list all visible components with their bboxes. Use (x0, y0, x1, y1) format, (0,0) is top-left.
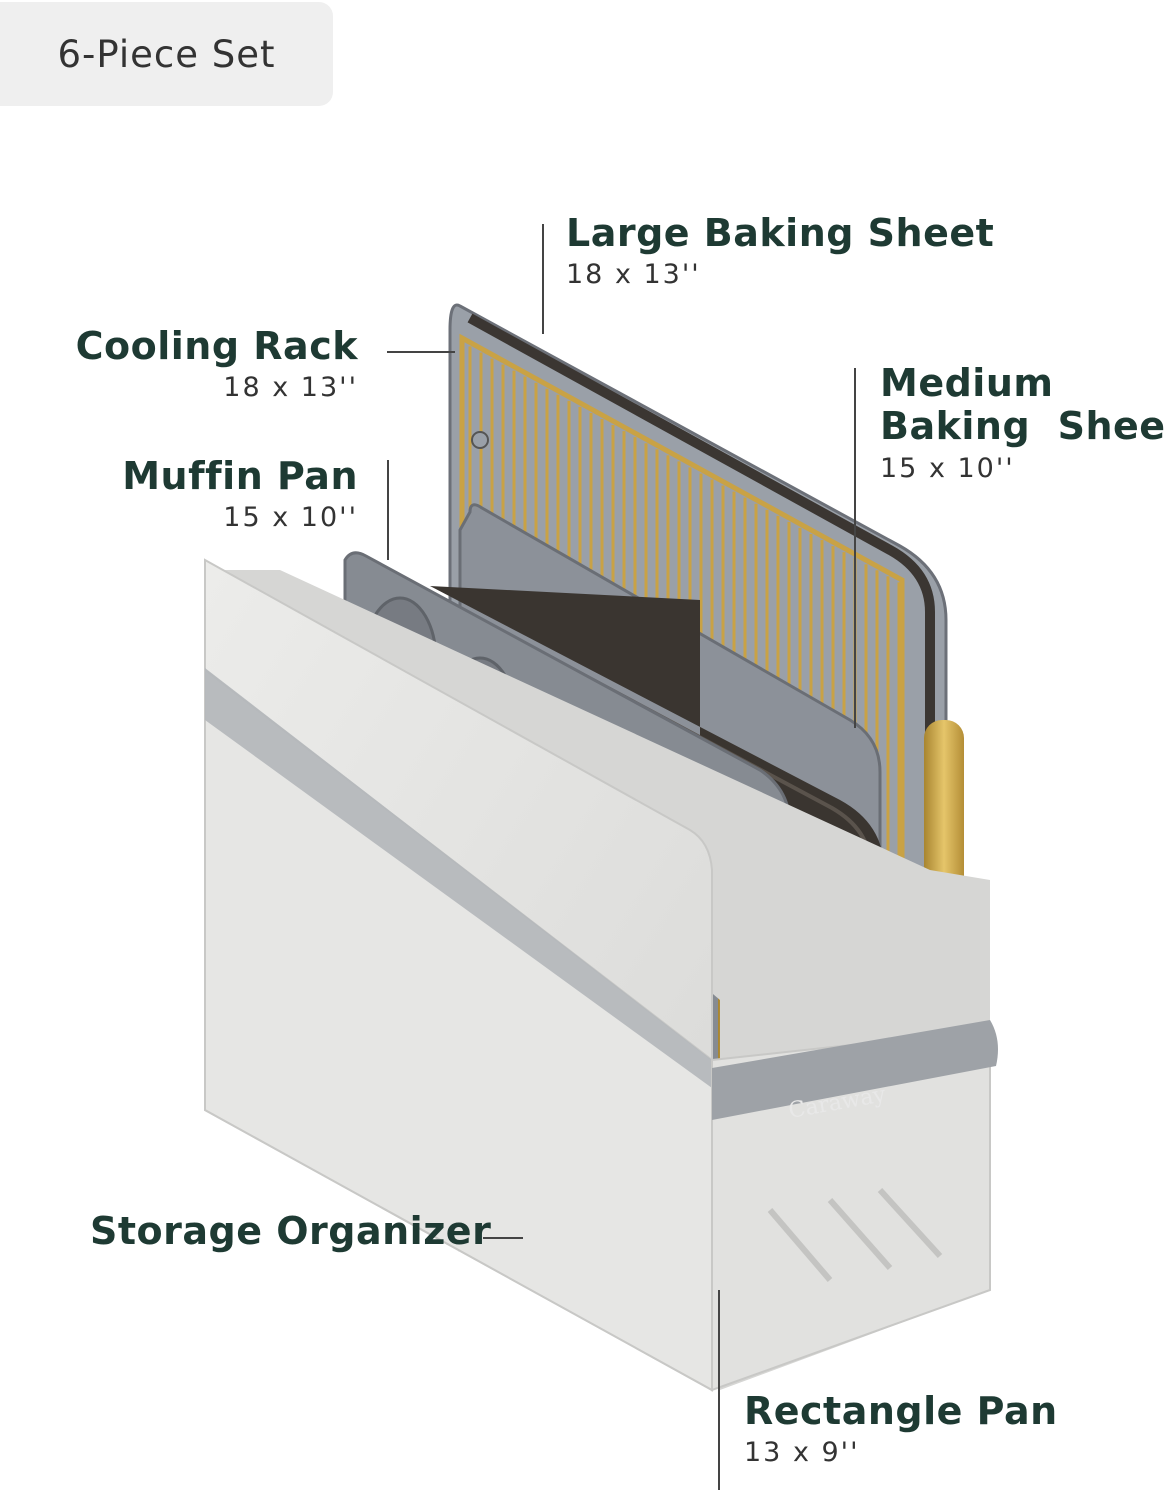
large-sheet-dim: 18 x 13'' (566, 259, 701, 291)
leader-organizer (483, 1237, 523, 1239)
organizer-dividers (767, 1187, 943, 1282)
medium-sheet-name-line2: Baking Sheet (880, 404, 1164, 449)
set-size-badge: 6-Piece Set (0, 2, 333, 106)
organizer-band (205, 668, 712, 1088)
muffin-pan-name: Muffin Pan (122, 454, 358, 498)
rack-screw (471, 431, 489, 449)
label-muffin-pan: Muffin Pan 15 x 10'' (122, 454, 358, 534)
muffin-pan-dim: 15 x 10'' (223, 502, 358, 534)
medium-sheet-name-line1: Medium (880, 361, 1054, 405)
leader-medium-sheet (854, 368, 856, 728)
large-baking-sheet-rim (467, 313, 935, 920)
cooling-rack-dim: 18 x 13'' (223, 372, 358, 404)
leader-rectangle-pan (718, 1290, 720, 1490)
organizer-strap (712, 1020, 998, 1120)
leader-muffin-pan (387, 460, 389, 560)
label-storage-organizer: Storage Organizer (90, 1209, 492, 1253)
organizer-name: Storage Organizer (90, 1209, 492, 1253)
label-large-baking-sheet: Large Baking Sheet 18 x 13'' (566, 211, 995, 291)
rectangle-pan-dim: 13 x 9'' (744, 1437, 860, 1469)
rectangle-pan-name: Rectangle Pan (744, 1389, 1058, 1433)
set-size-text: 6-Piece Set (57, 32, 276, 76)
label-cooling-rack: Cooling Rack 18 x 13'' (75, 324, 358, 404)
label-rectangle-pan: Rectangle Pan 13 x 9'' (744, 1389, 1058, 1469)
cooling-rack-name: Cooling Rack (75, 324, 358, 368)
large-sheet-name: Large Baking Sheet (566, 211, 995, 255)
label-medium-baking-sheet: Medium Baking Sheet 15 x 10'' (880, 361, 1164, 484)
leader-large-sheet (542, 224, 544, 334)
medium-sheet-dim: 15 x 10'' (880, 452, 1015, 484)
leader-cooling-rack (387, 351, 455, 353)
